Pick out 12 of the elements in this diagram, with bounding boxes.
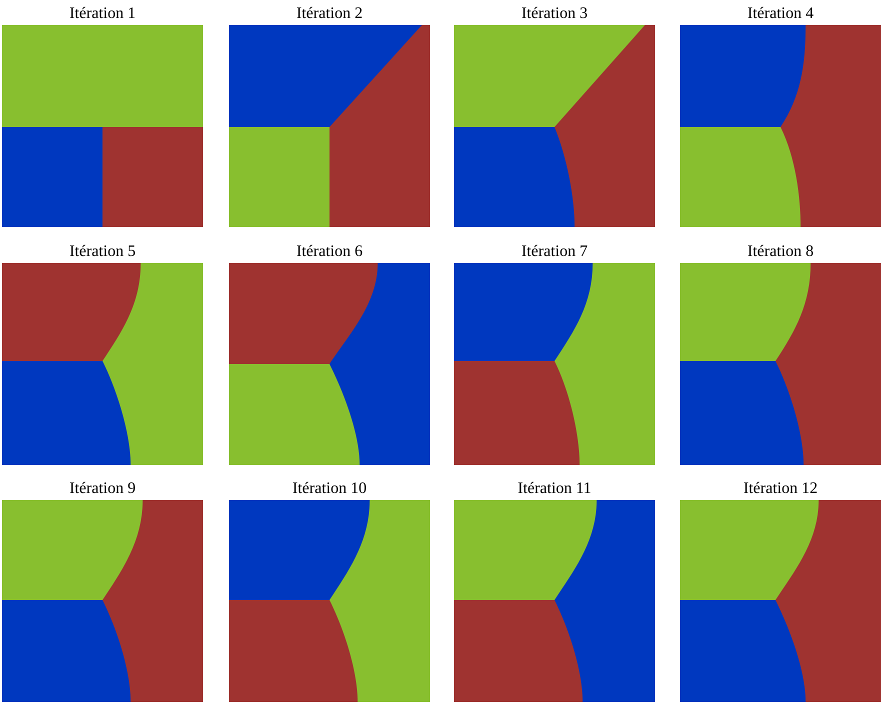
panel-title: Itération 6 xyxy=(297,244,362,256)
panel-title: Itération 4 xyxy=(748,6,814,18)
panel-title: Itération 8 xyxy=(748,244,813,256)
panel-title: Itération 1 xyxy=(70,6,135,18)
panel-title: Itération 3 xyxy=(522,6,587,18)
panel-title: Itération 2 xyxy=(297,6,362,18)
panel-title: Itération 12 xyxy=(744,482,817,494)
panel-title: Itération 7 xyxy=(522,244,588,256)
panel-title: Itération 5 xyxy=(70,244,135,256)
panel-title: Itération 11 xyxy=(518,482,590,494)
panel-title: Itération 9 xyxy=(70,482,135,494)
panel-title: Itération 10 xyxy=(293,482,366,494)
